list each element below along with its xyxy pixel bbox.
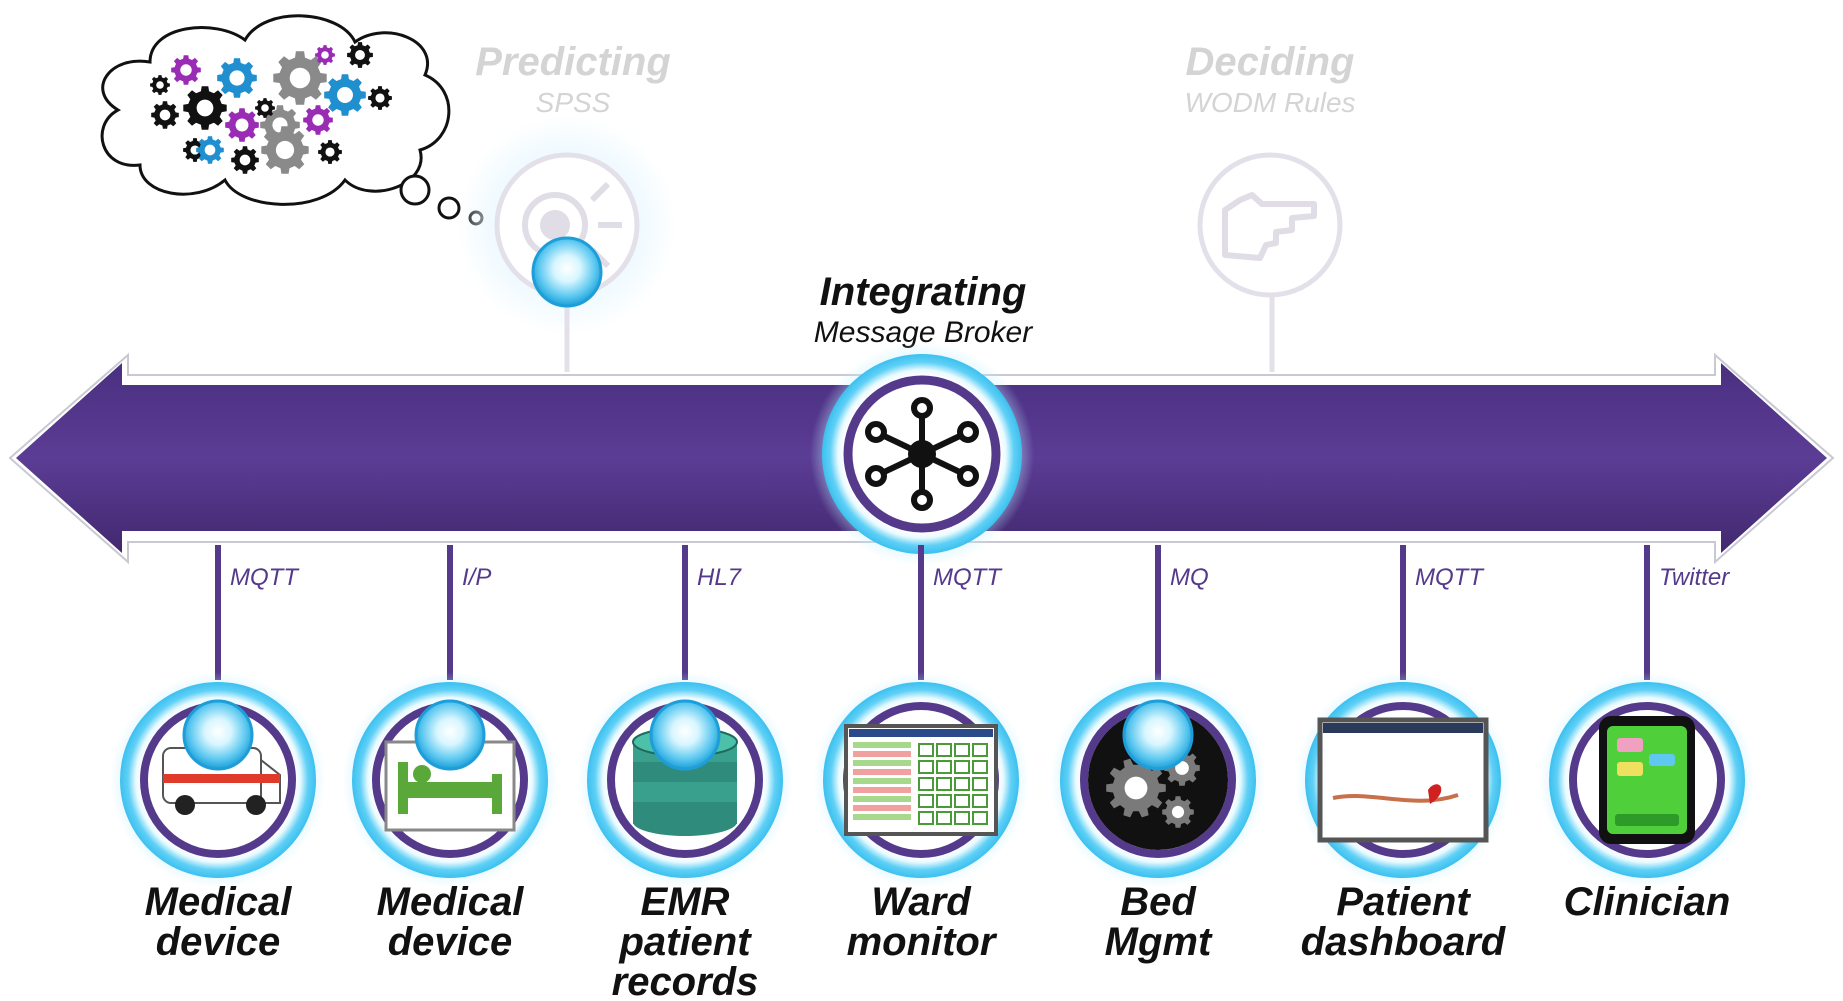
protocol-label: HL7 [697, 564, 743, 591]
thought-gear-icon [273, 51, 327, 105]
predicting-active-orb [531, 236, 603, 308]
endpoint-name-line: monitor [847, 920, 998, 964]
active-orb [649, 699, 721, 771]
endpoint-name-line: dashboard [1301, 920, 1507, 964]
thinking-gears-cloud-icon [150, 42, 392, 174]
thought-gear-icon [225, 108, 259, 142]
endpoint-name-line: patient [618, 920, 752, 964]
protocol-label: MQ [1170, 564, 1209, 591]
deciding-title: Deciding [1186, 40, 1355, 84]
thought-gear-icon [171, 55, 201, 85]
dashboard-screen-icon [1317, 717, 1489, 843]
active-orb [1122, 699, 1194, 771]
monitor-screen-icon [844, 724, 998, 836]
thought-gear-icon [315, 45, 335, 65]
active-orb [182, 699, 254, 771]
deciding-subtitle: WODM Rules [1184, 87, 1355, 118]
thought-gear-icon [261, 126, 309, 174]
thought-gear-icon [196, 136, 224, 164]
hub-title: Integrating [820, 270, 1027, 314]
thought-gear-icon [318, 140, 342, 164]
thought-gear-icon [324, 74, 366, 116]
endpoint-name-line: device [388, 920, 513, 964]
protocol-label: I/P [462, 564, 491, 591]
thought-gear-icon [151, 101, 179, 129]
thought-dot-large [399, 174, 431, 206]
thought-gear-icon [150, 75, 170, 95]
endpoint-name-line: device [156, 920, 281, 964]
endpoint-name-line: Mgmt [1105, 920, 1213, 964]
faded-stage-deciding: Deciding WODM Rules [1184, 40, 1356, 372]
endpoint-name-line: Medical [145, 880, 293, 924]
endpoint-name-line: Medical [377, 880, 525, 924]
endpoint-name-line: records [612, 960, 759, 1001]
thought-bubble [100, 14, 484, 226]
endpoint-name-line: EMR [641, 880, 730, 924]
network-hub-icon [865, 397, 979, 511]
thought-gear-icon [217, 58, 257, 98]
ambulance-icon [162, 735, 281, 815]
thought-gear-icon [183, 86, 227, 130]
thought-gear-icon [368, 86, 392, 110]
endpoints: MQTTMedicaldeviceI/PMedicaldeviceHL7EMRp… [110, 545, 1755, 1001]
deciding-ring [1197, 152, 1343, 298]
endpoint-name-line: Patient [1336, 880, 1471, 924]
faded-stage-predicting: Predicting SPSS [457, 40, 677, 372]
predicting-subtitle: SPSS [536, 87, 611, 118]
integrating-hub: Integrating Message Broker [810, 270, 1034, 566]
predicting-title: Predicting [475, 40, 671, 84]
thought-gear-icon [255, 98, 275, 118]
gear-large-icon [1106, 758, 1166, 818]
thought-gear-icon [303, 105, 333, 135]
protocol-label: MQTT [933, 564, 1003, 591]
tablet-icon [1599, 716, 1695, 844]
active-orb [414, 699, 486, 771]
thought-gear-icon [231, 146, 259, 174]
gear-small-icon [1162, 796, 1194, 828]
protocol-label: Twitter [1659, 564, 1730, 591]
pointing-hand-icon [1222, 192, 1317, 261]
thought-dot-medium [437, 196, 461, 220]
protocol-label: MQTT [230, 564, 300, 591]
protocol-label: MQTT [1415, 564, 1485, 591]
endpoint-name-line: Ward [871, 880, 972, 924]
endpoint-name-line: Bed [1120, 880, 1197, 924]
endpoint-name-line: Clinician [1564, 880, 1731, 924]
thought-cloud-outline [100, 14, 451, 206]
thought-gear-icon [347, 42, 373, 68]
